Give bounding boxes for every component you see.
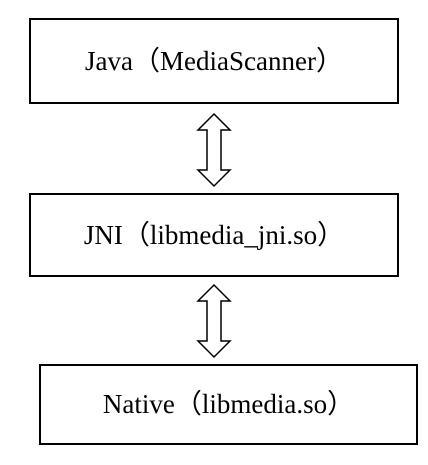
box-label-native: Native（libmedia.so） (102, 389, 355, 419)
double-headed-arrow-icon (196, 112, 232, 188)
box-native-libmedia: Native（libmedia.so） (39, 364, 418, 445)
box-java-mediascanner: Java（MediaScanner） (29, 18, 399, 104)
box-label-jni: JNI（libmedia_jni.so） (83, 219, 345, 250)
double-headed-arrow-icon (196, 283, 232, 359)
box-jni-libmedia-jni: JNI（libmedia_jni.so） (29, 193, 399, 277)
box-label-java: Java（MediaScanner） (85, 45, 343, 76)
